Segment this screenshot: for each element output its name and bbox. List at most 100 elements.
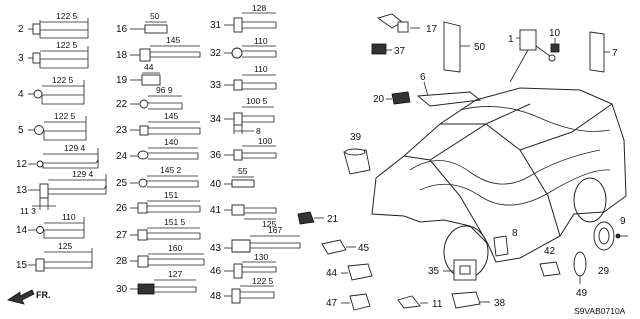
part-38: 38: [451, 291, 506, 309]
dimension-label: 125: [262, 219, 276, 229]
part-47: 47: [326, 293, 371, 311]
front-label: FR.: [36, 290, 51, 300]
clip-43: 43 167: [210, 225, 301, 254]
clip-19: 19 44: [116, 62, 161, 86]
clip-25: 25 145 2: [116, 165, 199, 189]
dimension-label: 122 5: [52, 75, 74, 85]
callout-number: 20: [373, 94, 385, 105]
callout-number: 17: [426, 24, 438, 35]
callout-number: 35: [428, 266, 440, 277]
part-35: 35: [428, 259, 477, 281]
part-number: 48: [210, 291, 222, 302]
clip-27: 27 151 5: [116, 217, 201, 241]
part-number: 14: [16, 225, 28, 236]
part-8: 8: [493, 228, 518, 257]
part-49: 49: [573, 251, 588, 299]
dimension-label: 167: [268, 225, 282, 235]
clip-22: 22 96 9: [116, 85, 183, 110]
part-6: 6: [416, 72, 482, 107]
dimension-label: 122 5: [56, 40, 78, 50]
clip-26: 26 151: [116, 190, 201, 214]
callout-number: 21: [327, 214, 339, 225]
callout-number: 39: [350, 132, 362, 143]
part-number: 26: [116, 203, 128, 214]
part-42: 42: [539, 246, 561, 277]
callout-number: 29: [598, 266, 610, 277]
callout-number: 50: [474, 42, 486, 53]
clip-2: 2 122 5: [18, 11, 89, 39]
part-number: 34: [210, 114, 222, 125]
part-number: 24: [116, 151, 128, 162]
dimension-label: 110: [254, 64, 268, 74]
dimension-label: 125: [58, 241, 72, 251]
clip-40: 40 55: [210, 166, 255, 190]
dimension-label: 100: [258, 136, 272, 146]
callout-number: 42: [544, 246, 556, 257]
part-number: 3: [18, 53, 24, 64]
dimension-label: 44: [144, 62, 154, 72]
part-number: 28: [116, 256, 128, 267]
callout-number: 9: [620, 216, 626, 227]
part-1: 1: [508, 29, 556, 83]
dimension-label: 55: [238, 166, 248, 176]
clip-46: 46 130: [210, 252, 277, 279]
front-arrow: FR.: [7, 289, 51, 305]
clip-14: 14 110: [16, 212, 85, 239]
clip-3: 3 122 5: [18, 40, 89, 69]
part-number: 12: [16, 159, 28, 170]
part-number: 36: [210, 150, 222, 161]
dimension-label: 129 4: [64, 143, 86, 153]
part-44: 44: [326, 263, 373, 281]
callout-number: 11: [432, 299, 443, 310]
clip-13: 13 129 4 11 3: [16, 169, 107, 216]
clip-48: 48 122 5: [210, 276, 275, 304]
vehicle-outline: [371, 87, 627, 279]
clip-36: 36 100: [210, 136, 277, 161]
part-number: 31: [210, 20, 222, 31]
part-number: 46: [210, 266, 222, 277]
part-11: 11: [397, 295, 443, 310]
dimension-label: 50: [150, 11, 160, 21]
dimension-label: 128: [252, 3, 266, 13]
dimension-label: 145: [166, 35, 180, 45]
part-17: 17: [376, 13, 438, 35]
dimension-label: 145 2: [160, 165, 182, 175]
clip-24: 24 140: [116, 137, 199, 162]
dimension-label: 130: [254, 252, 268, 262]
part-number: 40: [210, 179, 222, 190]
dimension-label: 110: [254, 36, 268, 46]
clip-16: 16 50: [116, 11, 168, 35]
callout-number: 37: [394, 46, 406, 57]
dimension-label: 122 5: [252, 276, 274, 286]
callout-number: 6: [420, 72, 426, 83]
part-number: 41: [210, 205, 222, 216]
part-45: 45: [321, 239, 370, 255]
part-number: 25: [116, 178, 128, 189]
clip-18: 18 145: [116, 35, 201, 62]
callout-number: 47: [326, 298, 338, 309]
dimension-label: 96 9: [156, 85, 173, 95]
clip-15: 15 125: [16, 241, 93, 272]
part-number: 22: [116, 99, 128, 110]
part-50: 50: [443, 21, 486, 73]
dimension-label: 122 5: [54, 111, 76, 121]
clip-4: 4 122 5: [18, 75, 85, 105]
clip-31: 31 128: [210, 3, 277, 33]
dimension-label: 11 3: [20, 206, 36, 216]
part-number: 13: [16, 185, 28, 196]
clip-28: 28 160: [116, 243, 205, 268]
diagram-code: S9VAB0710A: [574, 306, 626, 316]
clip-5: 5 122 5: [18, 111, 87, 141]
callout-number: 8: [512, 228, 518, 239]
part-number: 15: [16, 260, 28, 271]
part-number: 2: [18, 24, 24, 35]
clip-33: 33 110: [210, 64, 277, 91]
dimension-label: 129 4: [72, 169, 94, 179]
part-number: 33: [210, 80, 222, 91]
part-20: 20: [373, 91, 411, 105]
clip-34: 34 100 5 8: [210, 96, 275, 136]
part-number: 16: [116, 24, 128, 35]
callout-number: 44: [326, 268, 338, 279]
callout-number: 1: [508, 34, 514, 45]
